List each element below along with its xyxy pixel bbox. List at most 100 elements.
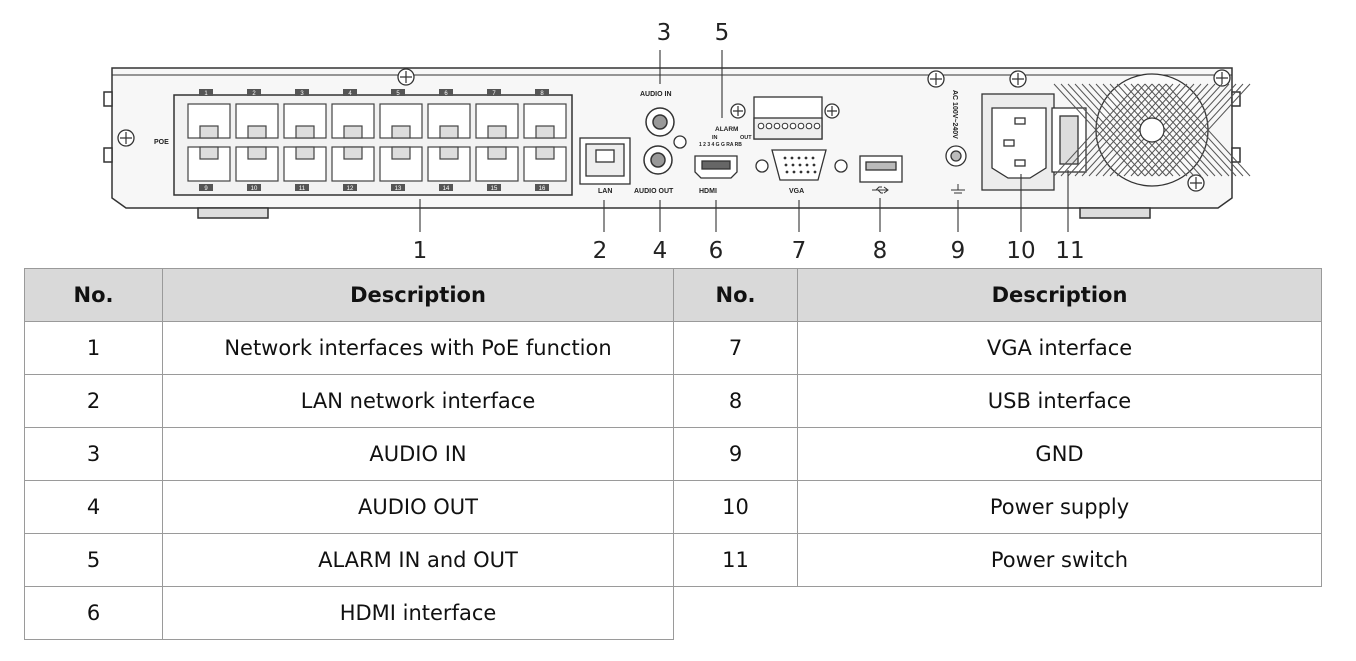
cell-description: AUDIO OUT	[162, 480, 674, 534]
table-row: 5 ALARM IN and OUT 11 Power switch	[24, 533, 1322, 587]
port-number-badge: 1	[199, 89, 213, 97]
vga-pin	[785, 170, 789, 174]
cell-description: USB interface	[797, 374, 1322, 428]
port-number-badge: 15	[487, 184, 501, 192]
header-description-right: Description	[797, 268, 1322, 322]
callout-2: 2	[593, 238, 608, 264]
svg-text:16: 16	[539, 186, 546, 192]
rj45-port	[331, 146, 375, 182]
port-number-badge: 14	[439, 184, 453, 192]
rj45-port	[331, 103, 375, 139]
rj45-port	[427, 146, 471, 182]
callout-5: 5	[715, 20, 730, 46]
port-number-badge: 6	[439, 89, 453, 97]
alarm-label: ALARM	[715, 126, 738, 133]
port-number-badge: 7	[487, 89, 501, 97]
port-number-badge: 2	[247, 89, 261, 97]
svg-text:11: 11	[299, 186, 306, 192]
lan-interface	[579, 137, 631, 185]
alarm-in-label: IN	[712, 135, 718, 141]
leader-lines	[419, 50, 1069, 232]
port-number-badge: 5	[391, 89, 405, 97]
fan-grille-line	[1144, 83, 1230, 177]
cell-empty	[673, 586, 798, 640]
hdmi-label: HDMI	[699, 188, 717, 195]
vga-label: VGA	[789, 188, 804, 195]
table-row: 6 HDMI interface	[24, 586, 1322, 640]
alarm-pin	[805, 122, 813, 130]
svg-text:14: 14	[443, 186, 450, 192]
vga-pin	[813, 170, 817, 174]
cell-no: 3	[24, 427, 163, 481]
svg-text:12: 12	[347, 186, 354, 192]
hdmi-port	[694, 155, 738, 179]
cell-no: 9	[673, 427, 798, 481]
callout-11: 11	[1055, 238, 1084, 264]
svg-text:3: 3	[300, 91, 304, 97]
cell-description: HDMI interface	[162, 586, 674, 640]
vga-pin	[792, 170, 796, 174]
cell-description: Power supply	[797, 480, 1322, 534]
lan-label: LAN	[598, 188, 612, 195]
callout-9: 9	[951, 238, 966, 264]
port-number-badge: 8	[535, 89, 549, 97]
fan-grille-line	[1158, 83, 1244, 177]
fan-grille	[1053, 73, 1251, 187]
alarm-terminal	[753, 96, 823, 140]
alarm-pin-labels: 1 2 3 4 G G RA RB	[699, 142, 742, 148]
svg-text:2: 2	[252, 91, 256, 97]
port-number-badge: 11	[295, 184, 309, 192]
cell-description: VGA interface	[797, 321, 1322, 375]
callout-6: 6	[709, 238, 724, 264]
rj45-port	[187, 146, 231, 182]
poe-label: POE	[154, 139, 169, 146]
vga-pin	[804, 156, 808, 160]
alarm-pin	[757, 122, 765, 130]
vga-pin	[791, 163, 795, 167]
cell-no: 6	[24, 586, 163, 640]
interface-description-table: No. Description No. Description 1 Networ…	[24, 268, 1322, 640]
table-row: 4 AUDIO OUT 10 Power supply	[24, 480, 1322, 534]
cell-empty	[797, 586, 1322, 640]
gnd-terminal	[945, 145, 967, 167]
alarm-pin	[781, 122, 789, 130]
callout-1: 1	[413, 238, 428, 264]
svg-text:15: 15	[491, 186, 498, 192]
cell-description: Power switch	[797, 533, 1322, 587]
power-switch	[1051, 107, 1087, 173]
cell-no: 10	[673, 480, 798, 534]
port-number-badge: 12	[343, 184, 357, 192]
svg-text:13: 13	[395, 186, 402, 192]
vga-pin	[811, 156, 815, 160]
usb-icon	[872, 186, 889, 194]
fan-grille-line	[1130, 83, 1216, 177]
fan-grille-line	[1137, 83, 1223, 177]
rj45-port	[427, 103, 471, 139]
usb-port	[859, 155, 903, 183]
port-number-badge: 4	[343, 89, 357, 97]
alarm-pin	[773, 122, 781, 130]
cell-description: ALARM IN and OUT	[162, 533, 674, 587]
svg-text:9: 9	[204, 186, 208, 192]
rj45-port	[379, 146, 423, 182]
rj45-port	[523, 146, 567, 182]
port-number-badge: 9	[199, 184, 213, 192]
header-no-left: No.	[24, 268, 163, 322]
table-row: 2 LAN network interface 8 USB interface	[24, 374, 1322, 428]
port-number-badge: 10	[247, 184, 261, 192]
svg-text:10: 10	[251, 186, 258, 192]
svg-text:5: 5	[396, 91, 400, 97]
vga-pin	[790, 156, 794, 160]
alarm-pin	[789, 122, 797, 130]
rj45-port	[283, 146, 327, 182]
screw-icon	[755, 159, 769, 173]
cell-no: 1	[24, 321, 163, 375]
callout-7: 7	[792, 238, 807, 264]
port-number-badge: 3	[295, 89, 309, 97]
rj45-port	[235, 146, 279, 182]
cell-description: GND	[797, 427, 1322, 481]
cell-no: 8	[673, 374, 798, 428]
callout-3: 3	[657, 20, 672, 46]
screw-icon	[834, 159, 848, 173]
